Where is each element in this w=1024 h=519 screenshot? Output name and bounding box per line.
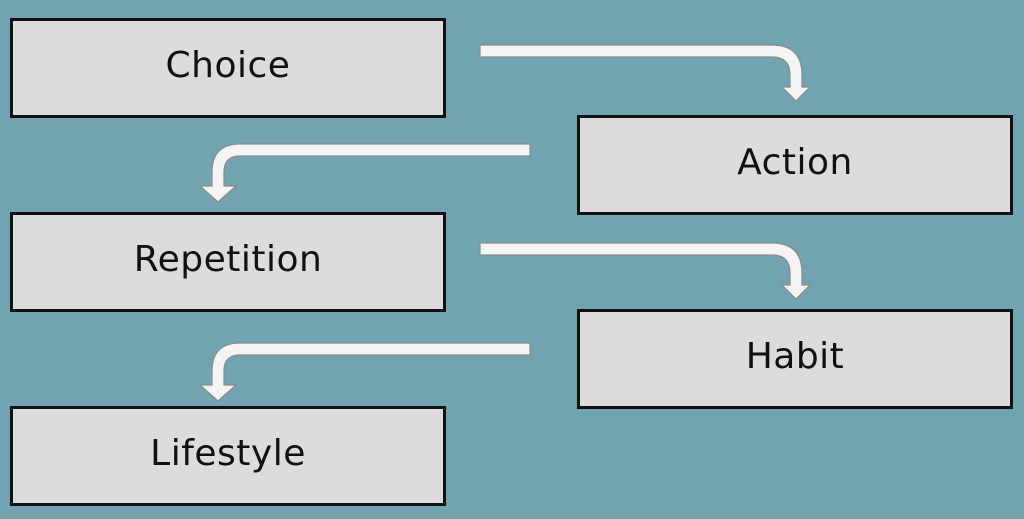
curved-arrow-right-down-icon: [479, 242, 811, 300]
step-box-lifestyle: Lifestyle: [10, 406, 446, 506]
step-box-choice: Choice: [10, 18, 446, 118]
step-box-habit: Habit: [577, 309, 1013, 409]
curved-arrow-left-down-icon: [199, 143, 531, 203]
step-box-action: Action: [577, 115, 1013, 215]
step-label-action: Action: [737, 141, 853, 183]
step-label-choice: Choice: [165, 44, 291, 86]
step-box-repetition: Repetition: [10, 212, 446, 312]
curved-arrow-right-down-icon: [479, 44, 811, 102]
step-label-lifestyle: Lifestyle: [150, 432, 306, 474]
step-label-habit: Habit: [745, 335, 845, 377]
step-label-repetition: Repetition: [133, 238, 323, 280]
curved-arrow-left-down-icon: [199, 342, 531, 402]
